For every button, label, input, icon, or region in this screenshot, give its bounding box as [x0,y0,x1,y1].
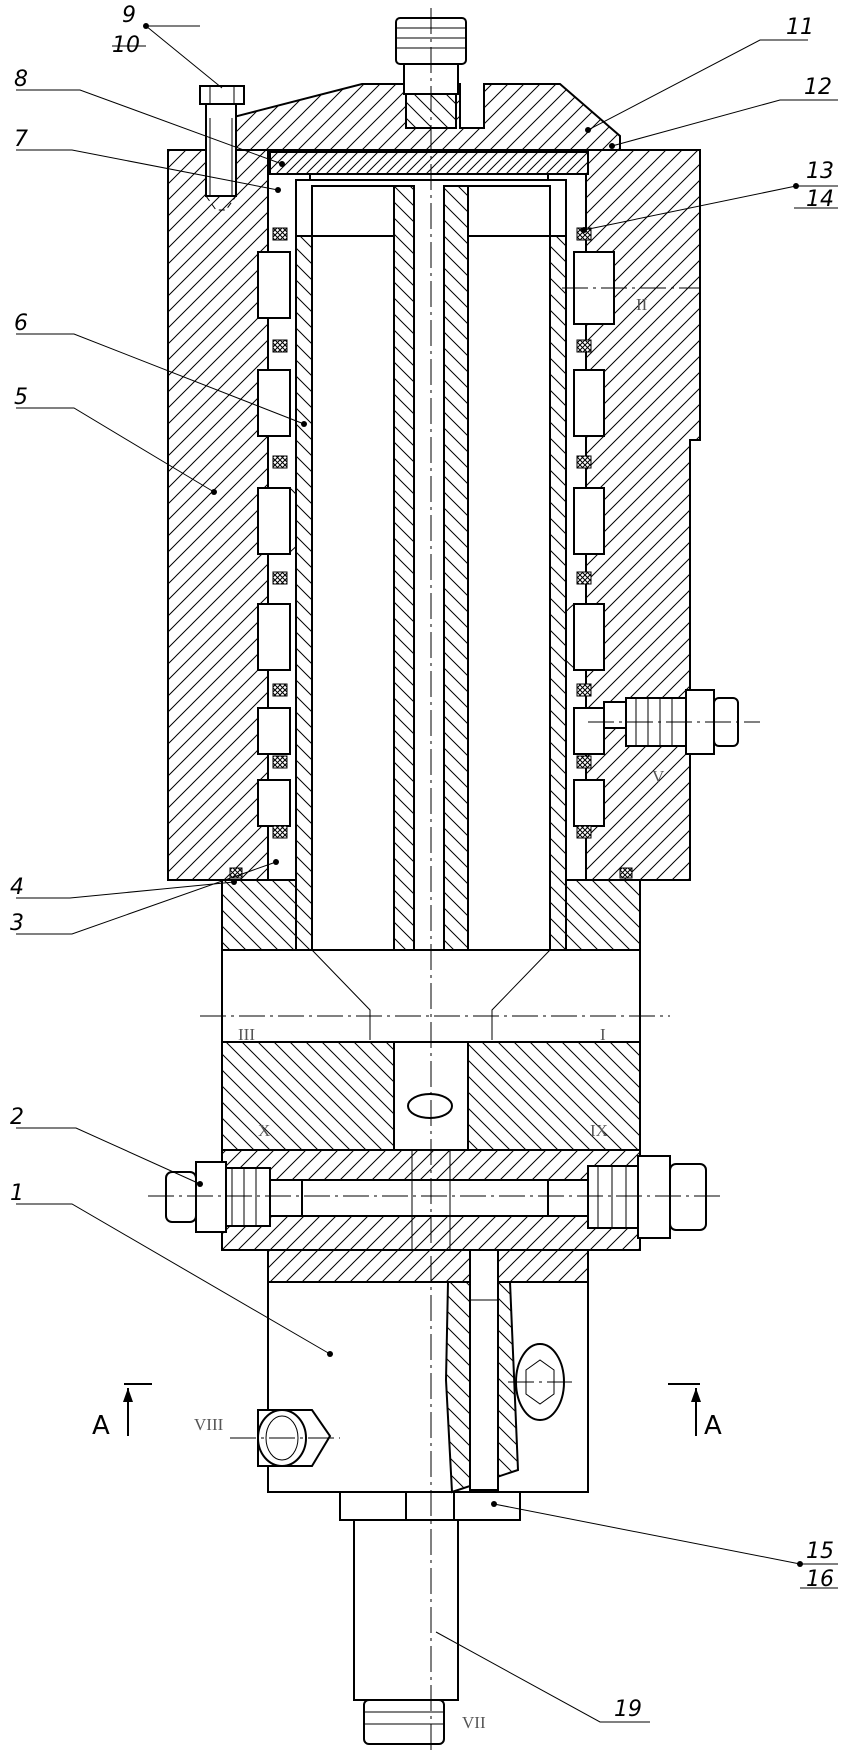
center-lines [148,8,760,1750]
callout-14: 14 [806,187,834,212]
callout-8: 8 [14,67,28,92]
bottom-stem [339,1491,521,1745]
port-label-ix: IX [590,1121,608,1140]
port-label-viii: VIII [194,1415,224,1434]
callout-12: 12 [804,75,832,100]
callout-4: 4 [10,875,24,900]
left-fitting [165,1161,303,1233]
right-fitting [547,1155,707,1239]
callout-5: 5 [14,385,28,410]
port-label-v: V [652,767,665,786]
port-label-vii: VII [462,1713,486,1732]
housing-grooves-right [554,251,615,827]
callout-6: 6 [14,311,28,336]
section-label-right: A [704,1411,722,1441]
section-mark-right: A [668,1383,722,1441]
callout-7: 7 [14,127,28,152]
callout-19: 19 [614,1697,642,1722]
leader-lines [16,23,838,1723]
callout-1: 1 [10,1181,24,1206]
callout-16: 16 [806,1567,834,1592]
section-mark-left: A [92,1383,152,1441]
callout-9: 9 [122,3,136,28]
callout-2: 2 [10,1105,24,1130]
top-cover [221,17,621,200]
base-block [257,1249,589,1494]
callout-11: 11 [786,15,814,40]
housing-grooves-left [257,251,309,827]
callout-3: 3 [10,911,24,936]
callout-labels: 9 10 8 7 6 5 4 3 2 1 11 12 13 14 15 16 1… [10,3,834,1722]
callout-13: 13 [806,159,834,184]
section-label-left: A [92,1411,110,1441]
port-label-iii: III [238,1025,255,1044]
port-label-ii: II [636,295,648,314]
port-label-x: X [258,1121,270,1140]
callout-15: 15 [806,1539,834,1564]
port-labels: II V III I X IX VIII VII [194,295,665,1732]
callout-10: 10 [112,33,140,58]
port-label-i: I [600,1025,606,1044]
